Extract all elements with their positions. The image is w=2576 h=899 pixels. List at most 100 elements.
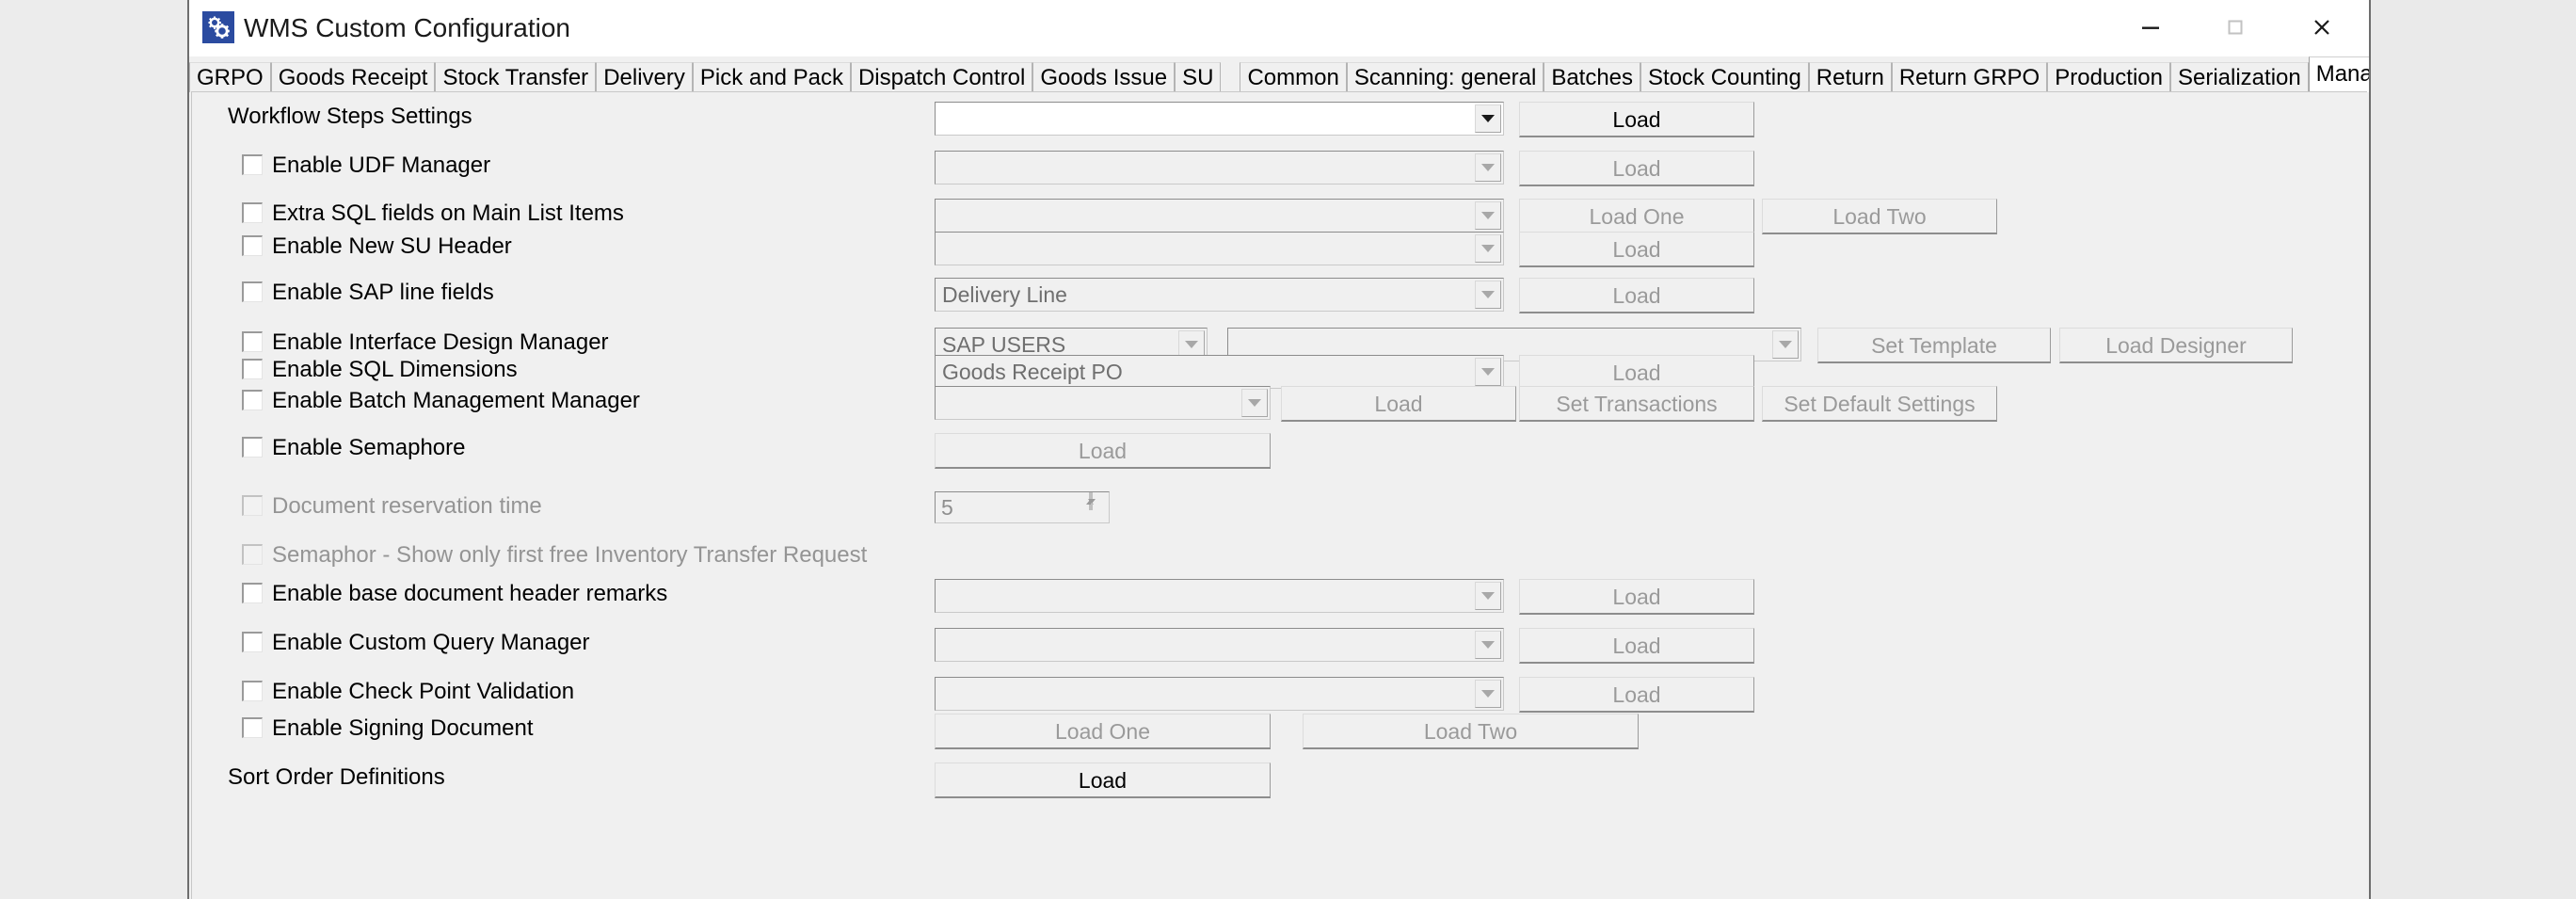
label-enable-signing-document: Enable Signing Document	[272, 715, 534, 741]
chevron-down-icon[interactable]	[1475, 201, 1501, 230]
desktop-left-strip	[0, 0, 187, 899]
combobox-enable-interface-design-manager-value: SAP USERS	[942, 332, 1066, 357]
combobox-enable-base-document-header-remarks[interactable]	[935, 579, 1504, 613]
chevron-down-icon[interactable]	[1475, 234, 1501, 263]
chevron-down-icon[interactable]	[1475, 680, 1501, 708]
label-enable-base-document-header-remarks: Enable base document header remarks	[272, 581, 668, 606]
caret-glyph	[1481, 641, 1495, 649]
chevron-down-icon[interactable]	[1475, 358, 1501, 386]
load-two-button-extra-sql-fields-main-list-items: Load Two	[1762, 199, 1997, 234]
load-button-enable-batch-management-manager: Load	[1281, 386, 1516, 422]
load-button-workflow-steps-settings[interactable]: Load	[1519, 102, 1754, 137]
triangle-down-glyph	[1088, 498, 1096, 504]
minimize-button[interactable]	[2107, 0, 2194, 55]
combobox-enable-check-point-validation[interactable]	[935, 677, 1504, 711]
load-two-button-enable-signing-document: Load Two	[1303, 714, 1639, 749]
tab-pick-and-pack[interactable]: Pick and Pack	[692, 62, 851, 92]
caret-glyph	[1481, 690, 1495, 698]
load-button-enable-semaphore: Load	[935, 433, 1271, 469]
chevron-down-icon[interactable]	[1475, 631, 1501, 659]
maximize-button[interactable]	[2192, 0, 2279, 55]
checkbox-enable-sql-dimensions[interactable]	[242, 359, 263, 379]
checkbox-enable-interface-design-manager[interactable]	[242, 331, 263, 352]
chevron-down-icon[interactable]	[1475, 153, 1501, 182]
checkbox-enable-semaphore[interactable]	[242, 437, 263, 458]
checkbox-enable-sap-line-fields[interactable]	[242, 281, 263, 302]
load-designer-button-enable-interface-design-manager: Load Designer	[2059, 328, 2293, 363]
tab-return[interactable]: Return	[1808, 62, 1892, 92]
label-enable-sql-dimensions: Enable SQL Dimensions	[272, 357, 518, 382]
tab-dispatch-control[interactable]: Dispatch Control	[850, 62, 1033, 92]
checkbox-document-reservation-time[interactable]	[242, 495, 263, 516]
chevron-down-icon[interactable]	[1475, 104, 1501, 133]
tab-stock-counting[interactable]: Stock Counting	[1640, 62, 1809, 92]
checkbox-enable-new-su-header[interactable]	[242, 235, 263, 256]
tab-batches[interactable]: Batches	[1544, 62, 1641, 92]
tab-manager[interactable]: Manager	[2308, 56, 2369, 92]
label-enable-sap-line-fields: Enable SAP line fields	[272, 280, 494, 305]
load-one-button-extra-sql-fields-main-list-items: Load One	[1519, 199, 1754, 234]
caret-glyph	[1248, 399, 1261, 407]
combobox-enable-udf-manager[interactable]	[935, 151, 1504, 185]
label-extra-sql-fields-main-list-items: Extra SQL fields on Main List Items	[272, 201, 624, 226]
stepper-down-icon[interactable]	[1088, 492, 1096, 510]
tab-grpo[interactable]: GRPO	[189, 62, 271, 92]
combobox-enable-sap-line-fields[interactable]: Delivery Line	[935, 278, 1504, 312]
checkbox-enable-udf-manager[interactable]	[242, 154, 263, 175]
checkbox-enable-custom-query-manager[interactable]	[242, 632, 263, 652]
load-button-enable-new-su-header: Load	[1519, 232, 1754, 267]
load-button-enable-check-point-validation: Load	[1519, 677, 1754, 713]
checkbox-extra-sql-fields-main-list-items[interactable]	[242, 202, 263, 223]
tab-su[interactable]: SU	[1175, 62, 1222, 92]
label-enable-new-su-header: Enable New SU Header	[272, 233, 512, 259]
load-button-enable-udf-manager: Load	[1519, 151, 1754, 186]
label-enable-semaphore: Enable Semaphore	[272, 435, 466, 460]
settings-row-enable-semaphore: Enable Semaphore Load	[192, 433, 2310, 482]
combobox-workflow-steps-settings[interactable]	[935, 102, 1504, 136]
load-button-sort-order-definitions[interactable]: Load	[935, 763, 1271, 798]
chevron-down-icon[interactable]	[1475, 281, 1501, 309]
combobox-enable-new-su-header[interactable]	[935, 232, 1504, 265]
maximize-icon	[2192, 13, 2279, 41]
checkbox-enable-batch-management-manager[interactable]	[242, 390, 263, 410]
combobox-enable-sql-dimensions[interactable]: Goods Receipt PO	[935, 355, 1504, 389]
tab-delivery[interactable]: Delivery	[596, 62, 693, 92]
load-button-enable-sql-dimensions: Load	[1519, 355, 1754, 391]
caret-glyph	[1779, 341, 1792, 348]
numeric-stepper-document-reservation-time[interactable]: 5	[935, 491, 1110, 523]
label-enable-batch-management-manager: Enable Batch Management Manager	[272, 388, 640, 413]
tab-scanning-general[interactable]: Scanning: general	[1346, 62, 1544, 92]
chevron-down-icon[interactable]	[1241, 389, 1268, 417]
label-semaphor-show-only-first-free-inventory-transfer-request: Semaphor - Show only first free Inventor…	[272, 542, 868, 568]
caret-glyph	[1481, 245, 1495, 252]
checkbox-enable-check-point-validation[interactable]	[242, 681, 263, 701]
tab-goods-receipt[interactable]: Goods Receipt	[270, 62, 436, 92]
caret-glyph	[1481, 164, 1495, 171]
tab-common[interactable]: Common	[1240, 62, 1347, 92]
checkbox-enable-base-document-header-remarks[interactable]	[242, 583, 263, 603]
combobox-enable-batch-management-manager[interactable]	[935, 386, 1271, 420]
tab-stock-transfer[interactable]: Stock Transfer	[435, 62, 597, 92]
tab-goods-issue[interactable]: Goods Issue	[1032, 62, 1176, 92]
checkbox-semaphor-show-only-first-free-inventory-transfer-request[interactable]	[242, 544, 263, 565]
tab-production[interactable]: Production	[2047, 62, 2170, 92]
combobox-enable-custom-query-manager[interactable]	[935, 628, 1504, 662]
set-default-settings-button-enable-batch-management-manager: Set Default Settings	[1762, 386, 1997, 422]
label-enable-interface-design-manager: Enable Interface Design Manager	[272, 329, 609, 355]
tab-return-grpo[interactable]: Return GRPO	[1891, 62, 2048, 92]
chevron-down-icon[interactable]	[1475, 582, 1501, 610]
close-button[interactable]	[2279, 0, 2365, 55]
combobox-extra-sql-fields-main-list-items[interactable]	[935, 199, 1504, 233]
tab-serialization[interactable]: Serialization	[2169, 62, 2309, 92]
chevron-down-icon[interactable]	[1772, 330, 1799, 359]
checkbox-enable-signing-document[interactable]	[242, 717, 263, 738]
label-enable-udf-manager: Enable UDF Manager	[272, 153, 491, 178]
settings-row-enable-udf-manager: Enable UDF Manager Load	[192, 151, 2310, 200]
